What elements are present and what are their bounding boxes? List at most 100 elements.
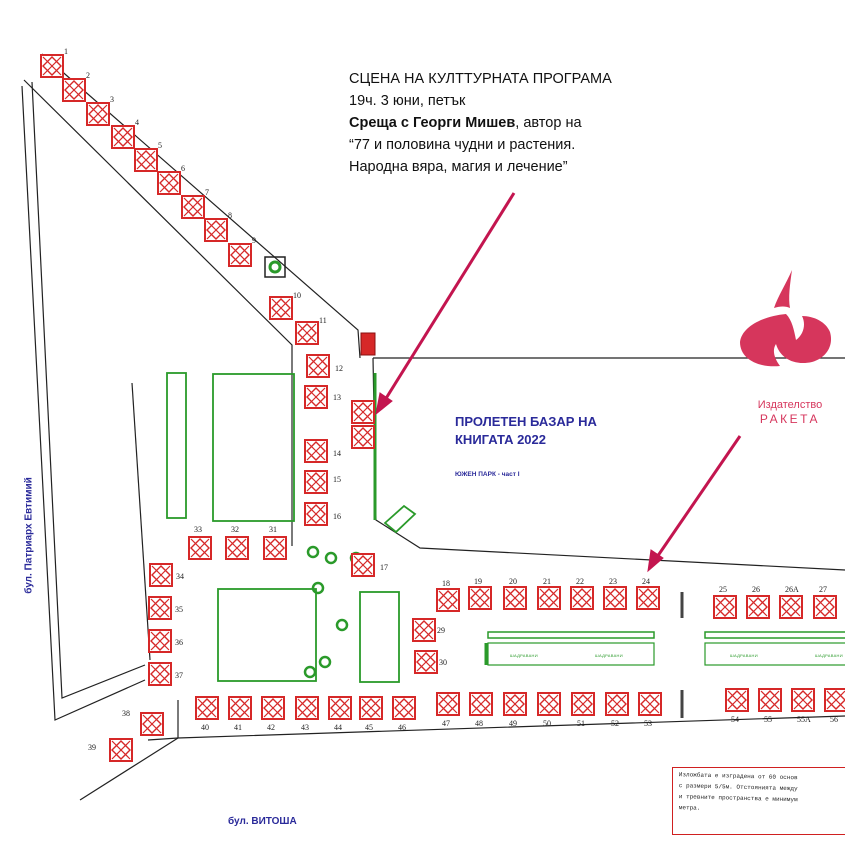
- stall-number-31: 31: [269, 525, 277, 534]
- publisher-name: Издателство РАКЕТА: [740, 398, 840, 426]
- stall-number-40: 40: [201, 723, 209, 732]
- south-road-edge: [79, 737, 179, 801]
- stall-number-30: 30: [439, 658, 447, 667]
- arrow-head: [375, 392, 393, 416]
- tree: [268, 260, 282, 274]
- stall-number-27: 27: [819, 585, 827, 594]
- stall-number-1: 1: [64, 47, 68, 56]
- green-bench: [383, 504, 417, 534]
- arrow-to-stall-24: [653, 435, 742, 561]
- west-road: [21, 85, 146, 721]
- stall-number-7: 7: [205, 188, 209, 197]
- fountain-label: ШАДРАВАНИ: [510, 653, 538, 658]
- stall-10: [269, 296, 293, 320]
- tree: [306, 545, 320, 559]
- arrow-to-stage: [383, 192, 516, 401]
- fountain-box-east: [704, 642, 845, 666]
- stall-48: [469, 692, 493, 716]
- west-road-inner: [31, 81, 146, 699]
- diagonal-road-lower: [23, 79, 293, 546]
- stall-number-8: 8: [228, 211, 232, 220]
- stall-32: [225, 536, 249, 560]
- inner-plaza: [131, 382, 151, 661]
- stall-number-33: 33: [194, 525, 202, 534]
- stall-9: [228, 243, 252, 267]
- stall-number-35: 35: [175, 605, 183, 614]
- stall-number-43: 43: [301, 723, 309, 732]
- stall-50: [537, 692, 561, 716]
- stall-number-48: 48: [475, 719, 483, 728]
- stall-number-18: 18: [442, 579, 450, 588]
- stall-31: [263, 536, 287, 560]
- stall-19: [468, 586, 492, 610]
- stall-number-22: 22: [576, 577, 584, 586]
- stall-39: [109, 738, 133, 762]
- stall-41: [228, 696, 252, 720]
- exhibition-note: Изложбата е изградена от 60 основ с разм…: [672, 767, 845, 835]
- stall-53: [638, 692, 662, 716]
- stall-22: [570, 586, 594, 610]
- tree: [303, 665, 317, 679]
- stall-number-25: 25: [719, 585, 727, 594]
- stall-7: [181, 195, 205, 219]
- annotation-line-4: “77 и половина чудни и растения.: [349, 137, 576, 153]
- green-areas: [166, 256, 417, 683]
- stall-49: [503, 692, 527, 716]
- stall-15: [304, 470, 328, 494]
- stall-number-10: 10: [293, 291, 301, 300]
- stall-number-50: 50: [543, 719, 551, 728]
- stall-11: [295, 321, 319, 345]
- stall-24: [636, 586, 660, 610]
- stall-56: [824, 688, 845, 712]
- stall-number-46: 46: [398, 723, 406, 732]
- stall-5: [134, 148, 158, 172]
- stall-number-13: 13: [333, 393, 341, 402]
- stall-20: [503, 586, 527, 610]
- stall-number-51: 51: [577, 719, 585, 728]
- stall-number-39: 39: [88, 743, 96, 752]
- arrow-head: [647, 549, 664, 573]
- street-label-west: бул. Патриарх Евтимий: [23, 477, 35, 594]
- annotation-line-5: Народна вяра, магия и лечение”: [349, 159, 568, 175]
- event-title-line-2: КНИГАТА 2022: [455, 432, 546, 447]
- stall-number-44: 44: [334, 723, 342, 732]
- arrows: [375, 192, 742, 573]
- stall-number-42: 42: [267, 723, 275, 732]
- stall-number-38: 38: [122, 709, 130, 718]
- stall-number-15: 15: [333, 475, 341, 484]
- stall-47: [436, 692, 460, 716]
- stall-38: [140, 712, 164, 736]
- green-lawn-north: [212, 373, 295, 522]
- stall-number-52: 52: [611, 719, 619, 728]
- annotation-line-2: 19ч. 3 юни, петък: [349, 93, 466, 109]
- annotation-line-1: СЦЕНА НА КУЛТТУРНАТА ПРОГРАМА: [349, 71, 612, 87]
- fountain-label: ШАДРАВАНИ: [730, 653, 758, 658]
- stall-number-26: 26: [752, 585, 760, 594]
- stall-17: [351, 553, 375, 577]
- green-strip-south: [359, 591, 400, 683]
- stall-number-9: 9: [252, 236, 256, 245]
- stall-number-37: 37: [175, 671, 183, 680]
- stall-number-55A: 55A: [797, 715, 811, 724]
- stall-number-54: 54: [731, 715, 739, 724]
- stall-number-6: 6: [181, 164, 185, 173]
- stall-36: [148, 629, 172, 653]
- stall-number-41: 41: [234, 723, 242, 732]
- stall-16: [304, 502, 328, 526]
- stall-40: [195, 696, 219, 720]
- stall-number-19: 19: [474, 577, 482, 586]
- stall-30: [414, 650, 438, 674]
- stall-number-34: 34: [176, 572, 184, 581]
- stall-number-36: 36: [175, 638, 183, 647]
- event-title-line-1: ПРОЛЕТЕН БАЗАР НА: [455, 414, 597, 429]
- stall-34: [149, 563, 173, 587]
- fountain-label: ШАДРАВАНИ: [595, 653, 623, 658]
- street-label-south: бул. ВИТОША: [228, 816, 297, 827]
- south-road: [147, 715, 845, 741]
- stall-13: [304, 385, 328, 409]
- stall-51: [571, 692, 595, 716]
- stall-number-14: 14: [333, 449, 341, 458]
- stall-number-23: 23: [609, 577, 617, 586]
